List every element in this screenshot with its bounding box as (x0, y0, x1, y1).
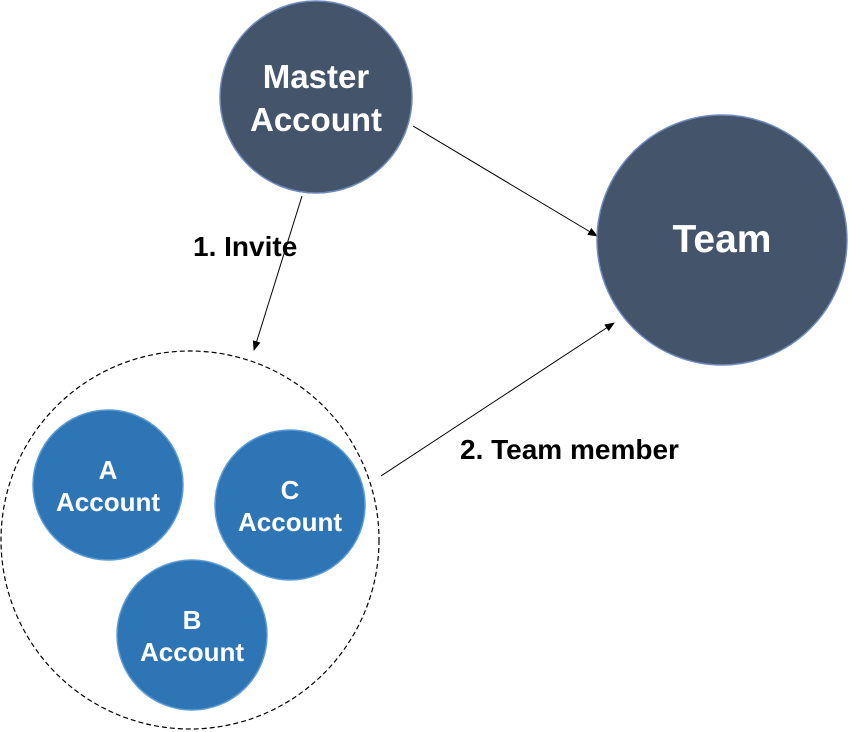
account-c-label-line1: C (281, 475, 300, 505)
account-b-node: B Account (116, 559, 268, 711)
invite-edge-label: 1. Invite (193, 231, 297, 262)
member-group-boundary (0, 350, 380, 730)
account-c-label-line2: Account (238, 507, 342, 537)
arrow-invite (252, 195, 303, 351)
account-c-circle (214, 429, 366, 581)
arrow-team-member (380, 322, 615, 477)
account-a-label-line2: Account (56, 487, 160, 517)
team-member-edge-label: 2. Team member (460, 434, 679, 465)
account-b-label-line2: Account (140, 637, 244, 667)
account-a-node: A Account (32, 409, 184, 561)
account-b-label-line1: B (183, 605, 202, 635)
account-b-circle (116, 559, 268, 711)
team-node: Team (596, 114, 848, 366)
account-c-node: C Account (214, 429, 366, 581)
master-account-label-line1: Master (263, 58, 370, 95)
master-account-label-line2: Account (250, 101, 382, 138)
team-circle (596, 114, 848, 366)
account-a-circle (32, 409, 184, 561)
team-label: Team (673, 218, 772, 261)
account-a-label-line1: A (99, 455, 118, 485)
master-account-node: Master Account (219, 0, 413, 194)
arrow-master-to-team (412, 125, 598, 237)
master-account-circle (219, 0, 413, 194)
